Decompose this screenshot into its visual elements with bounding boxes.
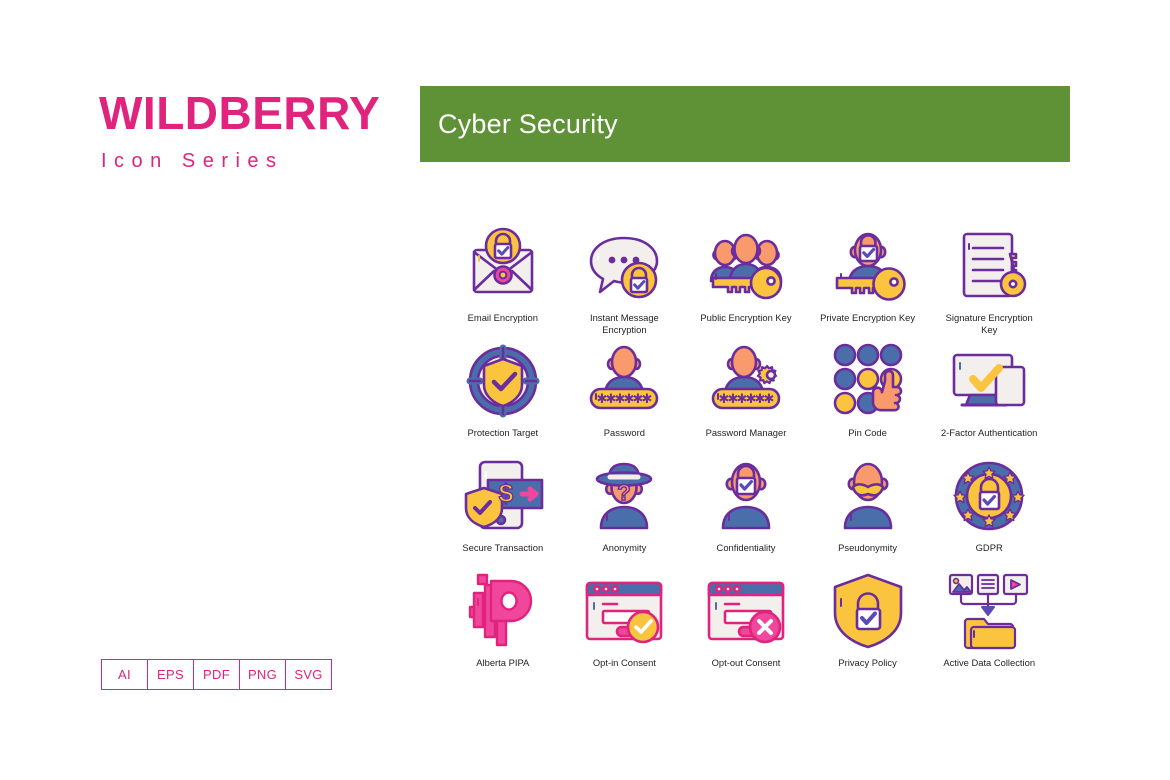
opt-out-consent-icon [703, 567, 789, 655]
svg-text:✱: ✱ [728, 391, 739, 406]
icon-label: Instant Message Encryption [589, 312, 659, 335]
confidentiality-icon [703, 452, 789, 540]
public-encryption-key-icon [703, 222, 789, 310]
icon-label: Private Encryption Key [820, 312, 916, 323]
active-data-collection-icon [946, 567, 1032, 655]
anonymity-icon: ? [581, 452, 667, 540]
pseudonymity-icon [825, 452, 911, 540]
icon-cell-password[interactable]: ✱✱✱ ✱✱✱ Password [564, 337, 686, 452]
icon-cell-two-factor-authentication[interactable]: 2-Factor Authentication [928, 337, 1050, 452]
icon-label: Confidentiality [716, 542, 776, 553]
format-badge-ai[interactable]: AI [102, 660, 148, 689]
email-encryption-icon [460, 222, 546, 310]
icon-cell-opt-out-consent[interactable]: Opt-out Consent [685, 567, 807, 682]
icon-label: GDPR [975, 542, 1003, 553]
format-badge-svg[interactable]: SVG [294, 667, 323, 682]
icon-cell-public-encryption-key[interactable]: Public Encryption Key [685, 222, 807, 337]
svg-text:✱: ✱ [615, 391, 626, 406]
svg-text:✱: ✱ [597, 391, 608, 406]
icon-cell-active-data-collection[interactable]: Active Data Collection [928, 567, 1050, 682]
icon-cell-confidentiality[interactable]: Confidentiality [685, 452, 807, 567]
icon-label: Secure Transaction [462, 542, 544, 553]
svg-text:✱: ✱ [719, 391, 730, 406]
icon-cell-password-manager[interactable]: ✱✱✱ ✱✱✱ Password Manager [685, 337, 807, 452]
instant-message-encryption-icon [581, 222, 667, 310]
icon-label: Active Data Collection [943, 657, 1036, 668]
svg-text:✱: ✱ [755, 391, 766, 406]
brand-block: WILDBERRY Icon Series [99, 90, 399, 173]
privacy-policy-icon [825, 567, 911, 655]
icon-cell-privacy-policy[interactable]: Privacy Policy [807, 567, 929, 682]
icon-cell-private-encryption-key[interactable]: Private Encryption Key [807, 222, 929, 337]
icon-cell-anonymity[interactable]: ? Anonymity [564, 452, 686, 567]
format-badge-eps[interactable]: EPS [148, 660, 194, 689]
category-banner: Cyber Security [420, 86, 1070, 162]
opt-in-consent-icon [581, 567, 667, 655]
private-encryption-key-icon [825, 222, 911, 310]
pin-code-icon [825, 337, 911, 425]
icon-label: 2-Factor Authentication [940, 427, 1038, 438]
icon-cell-gdpr[interactable]: GDPR [928, 452, 1050, 567]
icon-cell-signature-encryption-key[interactable]: Signature Encryption Key [928, 222, 1050, 337]
protection-target-icon [460, 337, 546, 425]
icon-cell-instant-message-encryption[interactable]: Instant Message Encryption [564, 222, 686, 337]
icon-label: Opt-in Consent [592, 657, 656, 668]
icon-cell-email-encryption[interactable]: Email Encryption [442, 222, 564, 337]
alberta-pipa-icon [460, 567, 546, 655]
brand-subtitle: Icon Series [101, 150, 284, 172]
svg-text:✱: ✱ [624, 391, 635, 406]
icon-label: Alberta PIPA [476, 657, 530, 668]
icon-cell-secure-transaction[interactable]: $ Secure Transaction [442, 452, 564, 567]
icon-cell-pseudonymity[interactable]: Pseudonymity [807, 452, 929, 567]
icon-label: Pin Code [848, 427, 887, 438]
icon-label: Privacy Policy [838, 657, 897, 668]
icon-label: Email Encryption [467, 312, 538, 323]
icon-grid: Email Encryption Instant Message Encrypt… [442, 222, 1050, 682]
icon-label: Password Manager [705, 427, 787, 438]
icon-label: Anonymity [602, 542, 647, 553]
format-badge-pdf[interactable]: PDF [194, 660, 240, 689]
signature-encryption-key-icon [946, 222, 1032, 310]
icon-cell-pin-code[interactable]: Pin Code [807, 337, 929, 452]
format-badge-png[interactable]: PNG [240, 660, 286, 689]
svg-text:✱: ✱ [746, 391, 757, 406]
icon-label: Password [603, 427, 645, 438]
icon-label: Protection Target [467, 427, 539, 438]
icon-cell-alberta-pipa[interactable]: Alberta PIPA [442, 567, 564, 682]
secure-transaction-icon: $ [460, 452, 546, 540]
password-manager-icon: ✱✱✱ ✱✱✱ [703, 337, 789, 425]
svg-text:$: $ [499, 478, 514, 508]
svg-text:✱: ✱ [606, 391, 617, 406]
category-title: Cyber Security [438, 108, 618, 139]
svg-text:✱: ✱ [737, 391, 748, 406]
icon-label: Public Encryption Key [700, 312, 792, 323]
file-format-badges: AI EPS PDF PNG SVG [101, 659, 332, 690]
icon-label: Opt-out Consent [711, 657, 781, 668]
brand-title: WILDBERRY [99, 87, 381, 139]
icon-cell-opt-in-consent[interactable]: Opt-in Consent [564, 567, 686, 682]
password-icon: ✱✱✱ ✱✱✱ [581, 337, 667, 425]
svg-text:✱: ✱ [633, 391, 644, 406]
svg-text:✱: ✱ [764, 391, 775, 406]
icon-label: Signature Encryption Key [945, 312, 1033, 335]
two-factor-authentication-icon [946, 337, 1032, 425]
icon-cell-protection-target[interactable]: Protection Target [442, 337, 564, 452]
gdpr-icon [946, 452, 1032, 540]
svg-text:?: ? [618, 480, 631, 505]
svg-text:✱: ✱ [642, 391, 653, 406]
icon-label: Pseudonymity [838, 542, 898, 553]
